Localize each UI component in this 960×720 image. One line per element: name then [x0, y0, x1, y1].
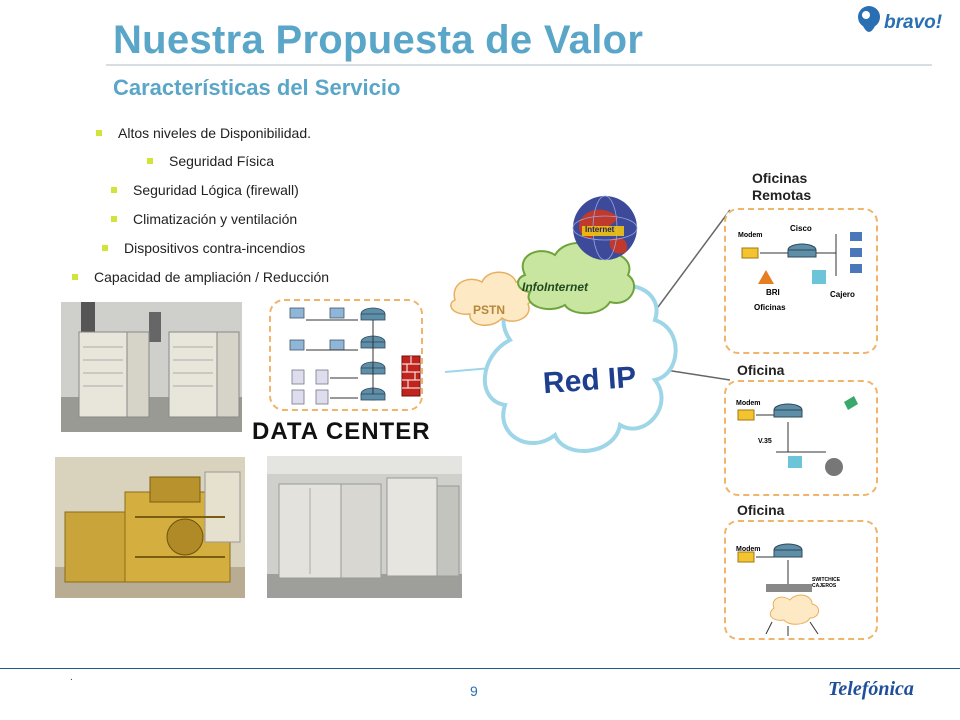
globe-label: Internet — [585, 225, 614, 234]
bullet-item: Seguridad Lógica (firewall) — [111, 182, 299, 198]
office-2-modem-label: Modem — [736, 546, 761, 553]
generator-photo — [55, 457, 245, 598]
office-1-v35-label: V.35 — [758, 438, 772, 445]
bullet-item: Capacidad de ampliación / Reducción — [72, 269, 329, 285]
modem-icon — [738, 410, 754, 420]
data-center-diagram — [268, 298, 440, 414]
bullet-marker-icon — [102, 245, 108, 251]
bravo-logo-text: bravo! — [884, 12, 942, 34]
office-1-box — [724, 380, 878, 496]
network-clouds — [430, 190, 730, 500]
remote-offices-title: Oficinas Remotas — [752, 170, 811, 204]
remote-cajero-label: Cajero — [830, 290, 855, 299]
data-center-label: DATA CENTER — [252, 418, 431, 446]
bullet-marker-icon — [72, 274, 78, 280]
remote-cisco-label: Cisco — [790, 224, 812, 233]
modem-icon — [742, 248, 758, 258]
bullet-item: Dispositivos contra-incendios — [102, 240, 305, 256]
bullet-item: Seguridad Física — [147, 153, 274, 169]
office-2-title: Oficina — [737, 502, 784, 518]
page-title: Nuestra Propuesta de Valor — [113, 18, 643, 63]
footer-divider — [0, 668, 960, 669]
ups-cabinets-photo — [61, 302, 242, 432]
pstn-label: PSTN — [473, 303, 505, 317]
remote-modem-label: Modem — [738, 232, 763, 239]
modem-icon — [738, 552, 754, 562]
footer-marker: . — [70, 672, 73, 683]
infointernet-label: InfoInternet — [522, 280, 588, 294]
title-divider — [106, 64, 932, 66]
page-number: 9 — [470, 683, 478, 699]
bullet-marker-icon — [96, 130, 102, 136]
bravo-pin-icon — [855, 4, 885, 38]
bullet-item: Altos niveles de Disponibilidad. — [96, 125, 311, 141]
page-subtitle: Características del Servicio — [113, 75, 400, 101]
remote-bri-label: BRI — [766, 288, 780, 297]
bullet-item: Climatización y ventilación — [111, 211, 297, 227]
office-1-modem-label: Modem — [736, 400, 761, 407]
firewall-icon — [402, 356, 420, 396]
bullet-marker-icon — [147, 158, 153, 164]
telefonica-logo: Telefónica — [828, 678, 914, 701]
bullet-marker-icon — [111, 187, 117, 193]
office-1-title: Oficina — [737, 362, 784, 378]
red-ip-label: Red IP — [542, 361, 638, 401]
bullet-marker-icon — [111, 216, 117, 222]
office-2-switch-label: SWITCHICE CAJEROS — [812, 577, 852, 589]
office-2-box — [724, 520, 878, 640]
remote-oficinas-label: Oficinas — [754, 303, 786, 312]
